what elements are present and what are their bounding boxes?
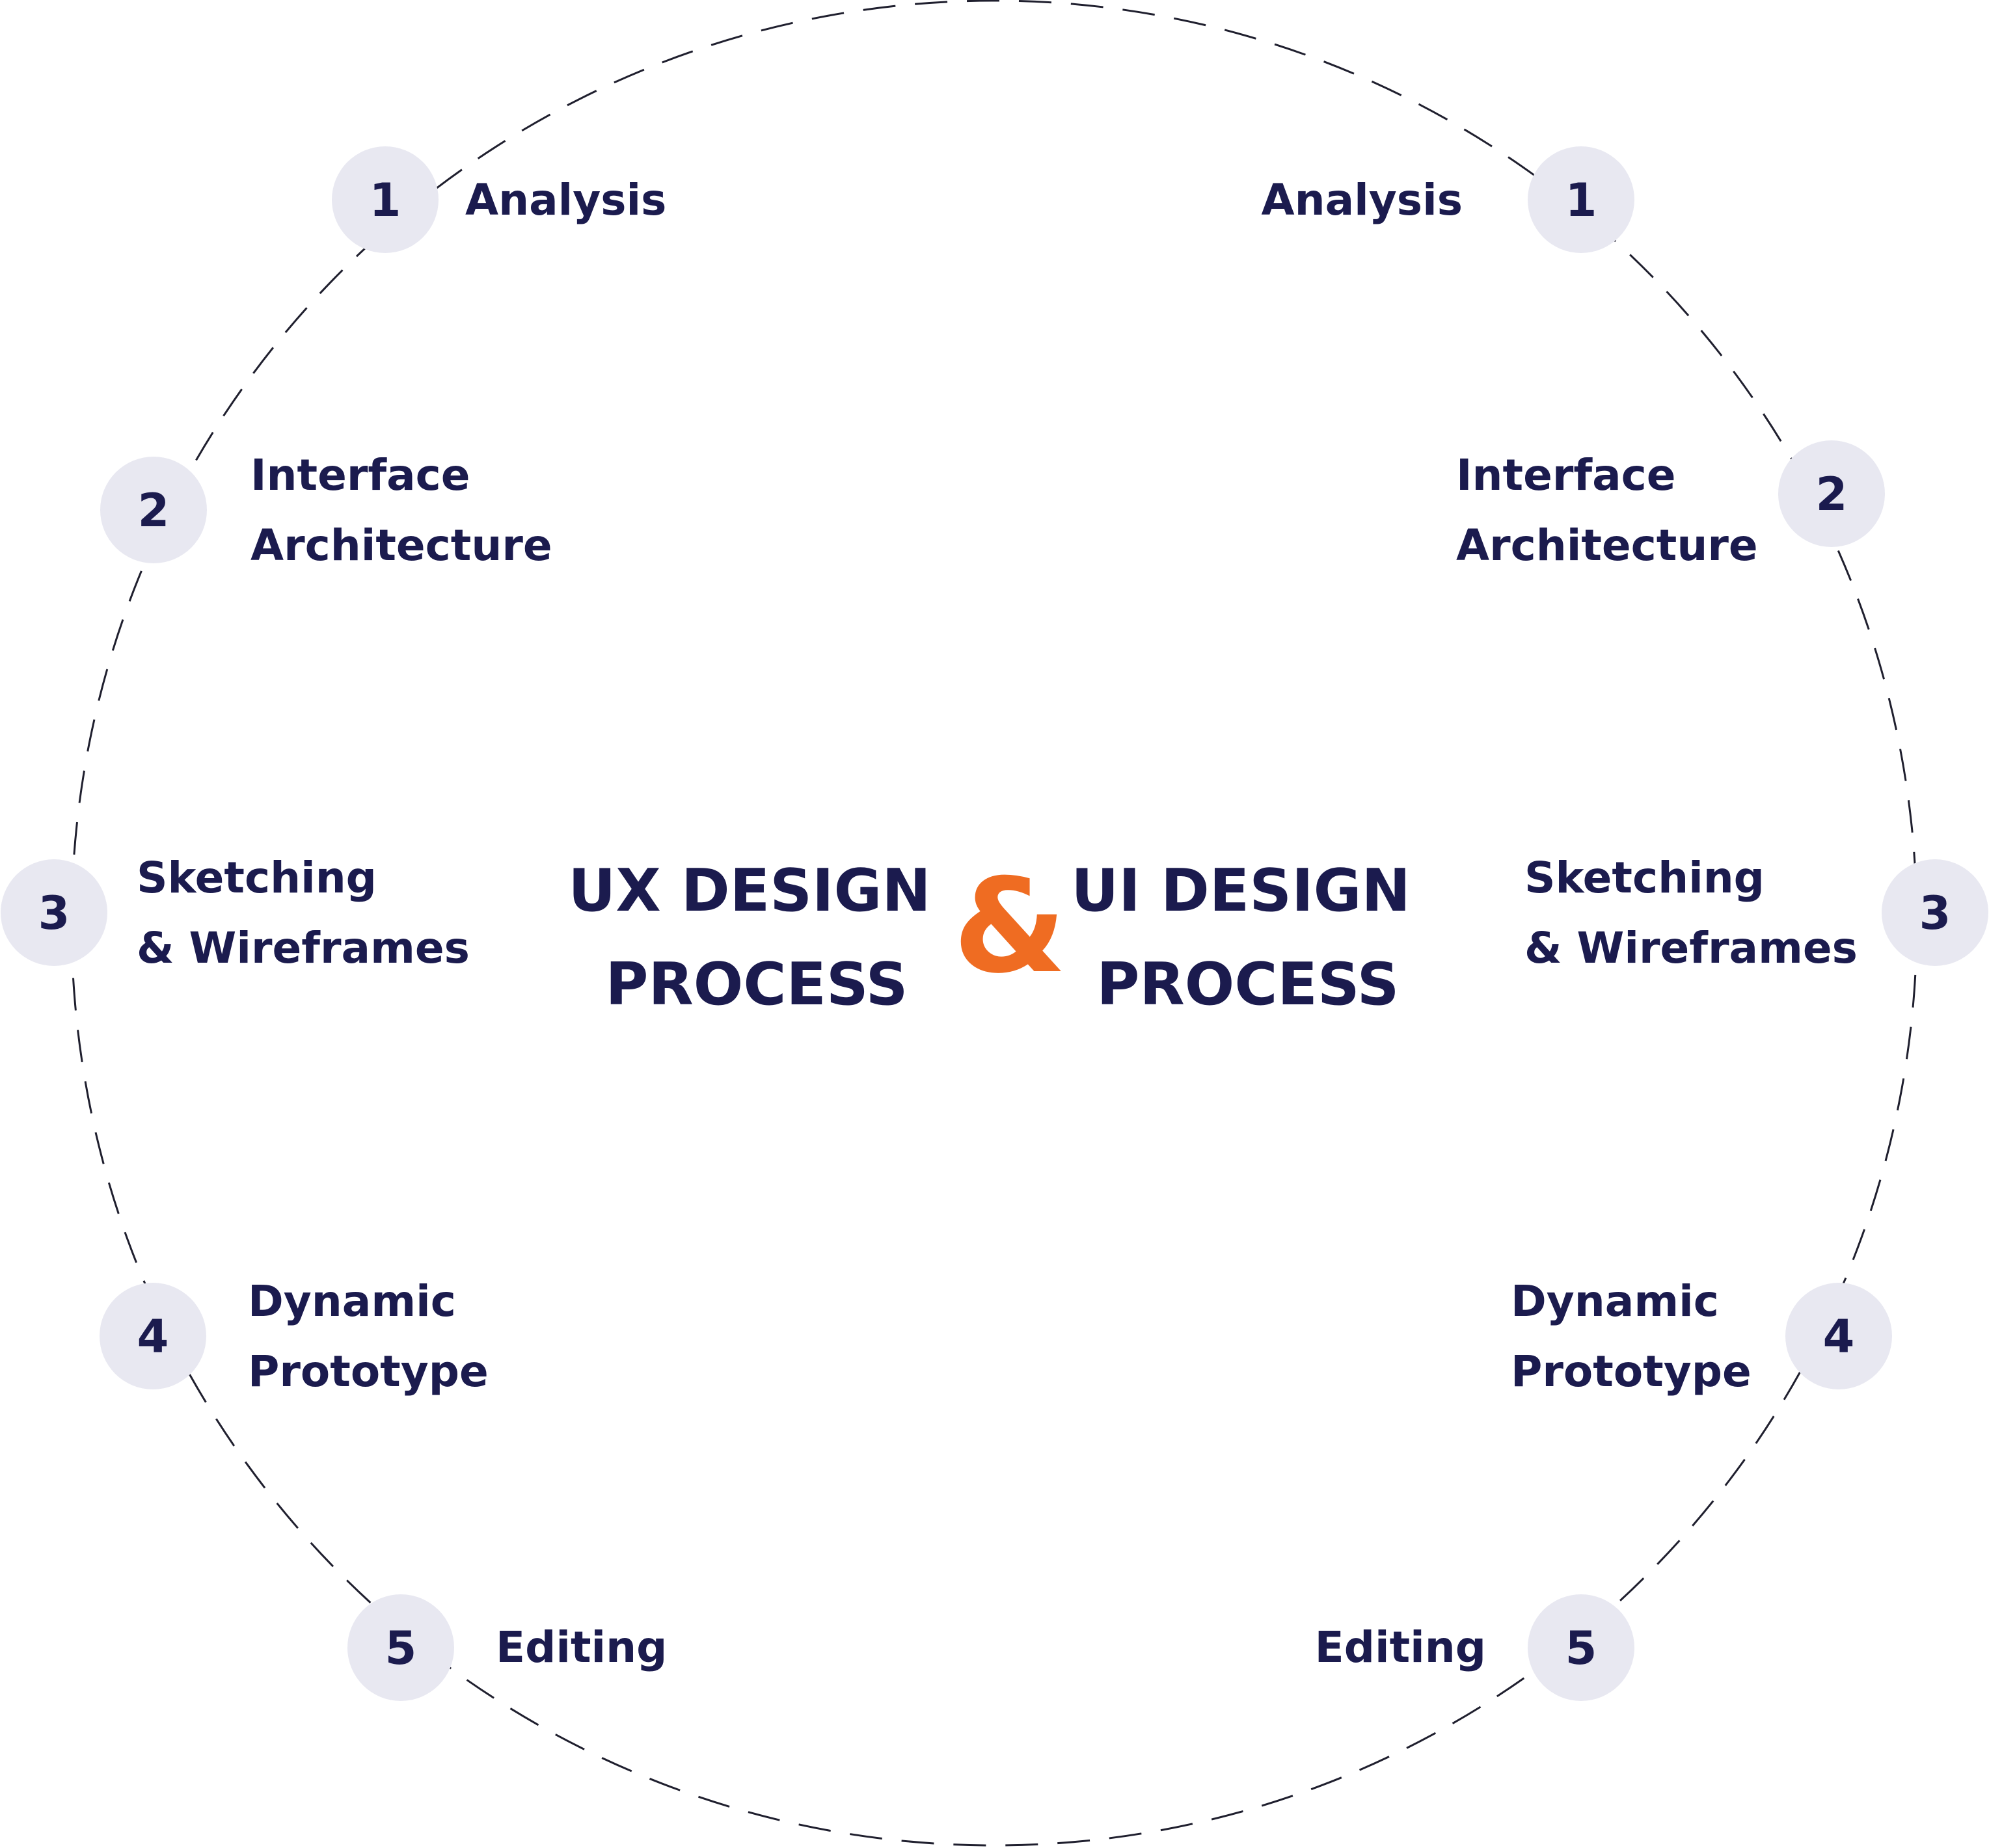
step-number-circle bbox=[332, 146, 439, 253]
step-number-circle bbox=[1528, 146, 1634, 253]
step-number-circle bbox=[347, 1594, 454, 1701]
step-number-circle bbox=[100, 457, 207, 563]
step-label-line1: Dynamic bbox=[248, 1276, 456, 1326]
step-number: 5 bbox=[385, 1622, 417, 1675]
step-number: 3 bbox=[38, 887, 70, 940]
step-number: 2 bbox=[138, 484, 170, 537]
ux-title-line2: PROCESS bbox=[606, 950, 908, 1019]
step-number-circle bbox=[1778, 440, 1885, 547]
step-number-circle bbox=[1, 859, 107, 966]
step-number: 5 bbox=[1565, 1622, 1597, 1675]
step-label-line1: Editing bbox=[1315, 1622, 1486, 1672]
ui-title-line1: UI DESIGN bbox=[1071, 857, 1411, 925]
ux-step-2: 2 Interface Architecture bbox=[100, 450, 552, 570]
step-label-line2: Prototype bbox=[1511, 1346, 1752, 1397]
ux-step-4: 4 Dynamic Prototype bbox=[100, 1276, 489, 1397]
step-label-line1: Sketching bbox=[137, 853, 377, 903]
ui-step-4: 4 Dynamic Prototype bbox=[1511, 1276, 1892, 1397]
center-heading: UX DESIGN PROCESS & UI DESIGN PROCESS bbox=[568, 851, 1411, 1019]
step-label-line2: Architecture bbox=[1456, 520, 1758, 570]
ui-step-5: 5 Editing bbox=[1315, 1594, 1634, 1701]
step-number: 1 bbox=[370, 174, 401, 227]
step-number: 4 bbox=[137, 1310, 169, 1363]
step-label-line1: Sketching bbox=[1524, 853, 1765, 903]
step-label-line1: Dynamic bbox=[1511, 1276, 1719, 1326]
step-label-line2: Architecture bbox=[250, 520, 552, 570]
ui-step-2: 2 Interface Architecture bbox=[1456, 440, 1885, 570]
ampersand-symbol: & bbox=[953, 851, 1066, 1002]
step-number-circle bbox=[100, 1283, 206, 1389]
step-number: 3 bbox=[1919, 887, 1951, 940]
step-label-line2: Prototype bbox=[248, 1346, 489, 1397]
ux-title-line1: UX DESIGN bbox=[568, 857, 931, 925]
step-label-line1: Interface bbox=[250, 450, 470, 500]
step-number-circle bbox=[1785, 1283, 1892, 1389]
step-number-circle bbox=[1528, 1594, 1634, 1701]
ui-title-line2: PROCESS bbox=[1097, 950, 1400, 1019]
ux-step-5: 5 Editing bbox=[347, 1594, 667, 1701]
ux-step-3: 3 Sketching & Wireframes bbox=[1, 853, 470, 973]
step-label-line2: & Wireframes bbox=[137, 923, 470, 973]
ui-step-3: 3 Sketching & Wireframes bbox=[1524, 853, 1988, 973]
step-label-line2: & Wireframes bbox=[1524, 923, 1858, 973]
ui-step-1: 1 Analysis bbox=[1262, 146, 1634, 253]
step-number: 2 bbox=[1816, 468, 1848, 521]
ux-step-1: 1 Analysis bbox=[332, 146, 666, 253]
step-label-line1: Analysis bbox=[1262, 175, 1463, 225]
step-number-circle bbox=[1882, 859, 1988, 966]
step-label-line1: Editing bbox=[496, 1622, 667, 1672]
step-number: 4 bbox=[1823, 1310, 1855, 1363]
step-label-line1: Analysis bbox=[465, 175, 666, 225]
step-number: 1 bbox=[1565, 174, 1597, 227]
step-label-line1: Interface bbox=[1456, 450, 1676, 500]
